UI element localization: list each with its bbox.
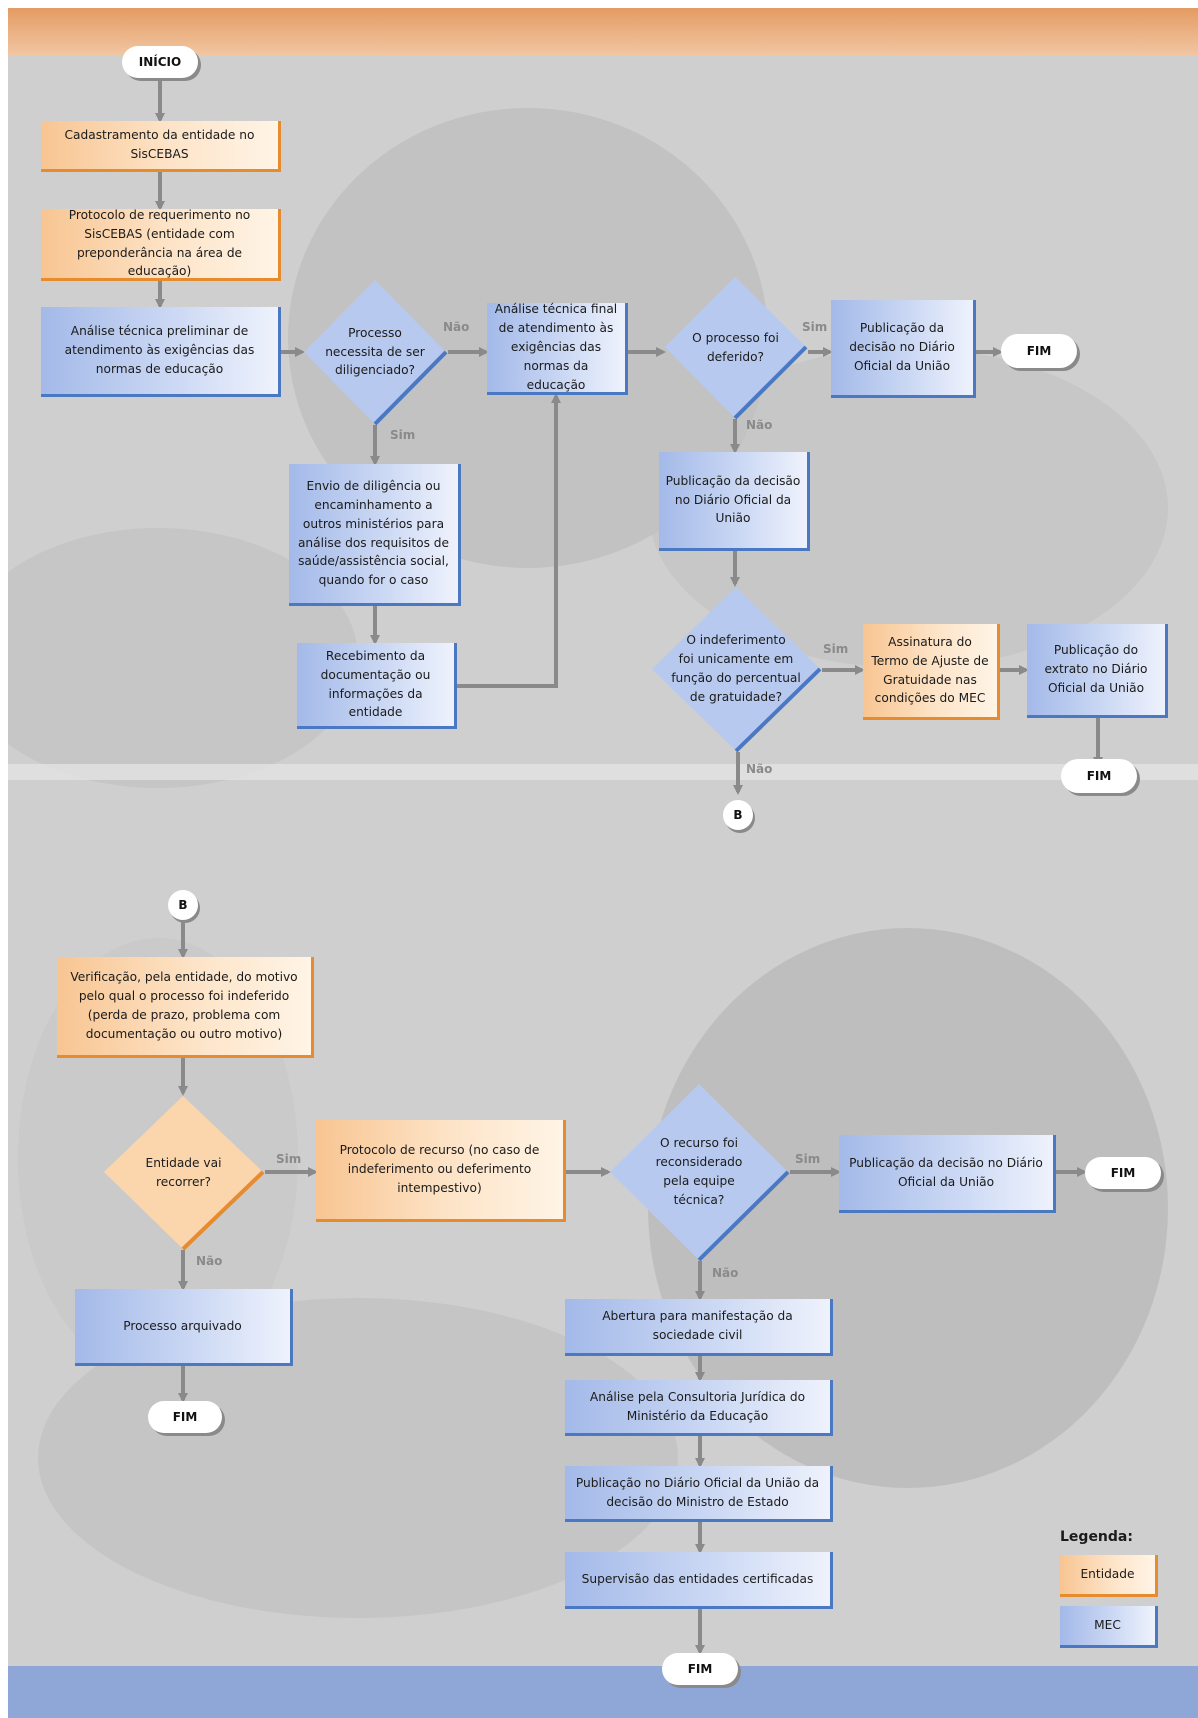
label-sim-diligenciado: Sim (390, 428, 416, 442)
legend-mec: MEC (1060, 1606, 1158, 1648)
supervisao-step: Supervisão das entidades certificadas (565, 1552, 833, 1609)
label-nao-recorrer: Não (196, 1254, 223, 1268)
reconsiderado-diamond-shape (610, 1084, 790, 1262)
fim-terminal-4: FIM (1085, 1157, 1161, 1189)
processo-arquivado-step: Processo arquivado (75, 1289, 293, 1366)
diligenciado-diamond-shape (304, 280, 448, 426)
legend-title: Legenda: (1060, 1529, 1133, 1545)
label-nao-deferido: Não (746, 418, 773, 432)
analise-final-step: Análise técnica final de atendimento às … (487, 302, 628, 395)
fim-terminal-3: FIM (148, 1401, 222, 1433)
label-sim-gratuidade: Sim (823, 642, 849, 656)
cadastramento-step: Cadastramento da entidade no SisCEBAS (41, 121, 281, 172)
analise-preliminar-step: Análise técnica preliminar de atendiment… (41, 307, 281, 397)
label-sim-deferido: Sim (802, 320, 828, 334)
gratuidade-diamond-shape (652, 587, 822, 753)
fim-terminal-1: FIM (1001, 334, 1077, 368)
fim-terminal-2: FIM (1061, 759, 1137, 793)
abertura-step: Abertura para manifestação da sociedade … (565, 1299, 833, 1356)
label-nao-gratuidade: Não (746, 762, 773, 776)
protocolo-requerimento-step: Protocolo de requerimento no SisCEBAS (e… (41, 208, 281, 281)
envio-diligencia-step: Envio de diligência ou encaminhamento a … (289, 464, 461, 606)
verificacao-step: Verificação, pela entidade, do motivo pe… (57, 957, 314, 1058)
label-nao-diligenciado: Não (443, 320, 470, 334)
pub-recurso-step: Publicação da decisão no Diário Oficial … (839, 1135, 1056, 1213)
consultoria-step: Análise pela Consultoria Jurídica do Min… (565, 1380, 833, 1436)
legend-entidade: Entidade (1060, 1555, 1158, 1597)
header-band (8, 8, 1198, 56)
pub-extrato-step: Publicação do extrato no Diário Oficial … (1027, 624, 1168, 718)
label-sim-reconsiderado: Sim (795, 1152, 821, 1166)
label-nao-reconsiderado: Não (712, 1266, 739, 1280)
recorrer-diamond-shape (104, 1096, 265, 1251)
pub-ministro-step: Publicação no Diário Oficial da União da… (565, 1466, 833, 1522)
connector-b-in: B (168, 890, 198, 920)
fim-terminal-5: FIM (662, 1653, 738, 1685)
start-terminal: INÍCIO (122, 46, 198, 78)
pub-deferido-step: Publicação da decisão no Diário Oficial … (831, 300, 976, 398)
footer-band (8, 1666, 1198, 1718)
connector-b-out: B (723, 800, 753, 830)
deferido-diamond-shape (665, 277, 808, 420)
pub-indeferido-step: Publicação da decisão no Diário Oficial … (659, 452, 810, 551)
label-sim-recorrer: Sim (276, 1152, 302, 1166)
recebimento-step: Recebimento da documentação ou informaçõ… (297, 643, 457, 729)
protocolo-recurso-step: Protocolo de recurso (no caso de indefer… (316, 1120, 566, 1222)
assinatura-termo-step: Assinatura do Termo de Ajuste de Gratuid… (863, 624, 1000, 720)
